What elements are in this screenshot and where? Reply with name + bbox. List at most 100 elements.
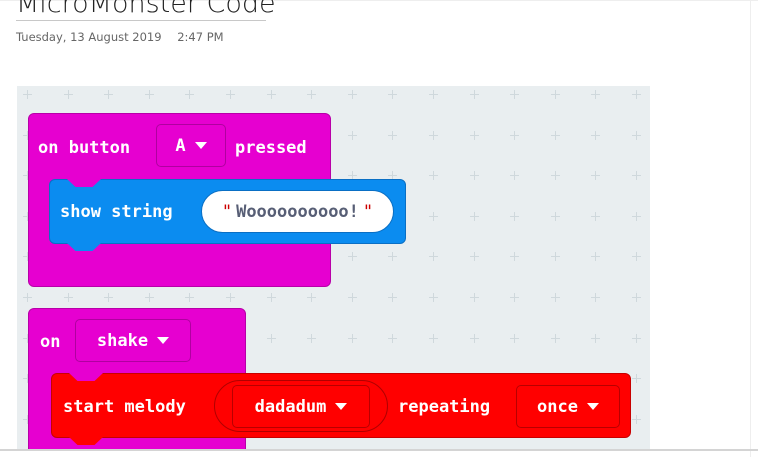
gesture-dropdown-value: shake — [96, 330, 149, 351]
caret-down-icon — [586, 403, 599, 410]
grid-plus-icon — [388, 131, 397, 140]
grid-plus-icon — [185, 293, 194, 302]
grid-plus-icon — [185, 90, 194, 99]
grid-plus-icon — [348, 252, 357, 261]
grid-plus-icon — [591, 252, 600, 261]
grid-plus-icon — [23, 293, 32, 302]
grid-plus-icon — [429, 293, 438, 302]
grid-plus-icon — [632, 415, 641, 424]
grid-plus-icon — [632, 212, 641, 221]
melody-dropdown[interactable]: dadadum — [232, 385, 370, 428]
grid-plus-icon — [23, 171, 32, 180]
grid-plus-icon — [267, 334, 276, 343]
grid-plus-icon — [591, 334, 600, 343]
grid-plus-icon — [470, 212, 479, 221]
right-border — [750, 0, 751, 457]
grid-plus-icon — [591, 171, 600, 180]
grid-plus-icon — [429, 334, 438, 343]
grid-plus-icon — [510, 252, 519, 261]
grid-plus-icon — [145, 293, 154, 302]
grid-plus-icon — [388, 90, 397, 99]
on-label: on — [40, 332, 61, 352]
grid-plus-icon — [348, 171, 357, 180]
grid-plus-icon — [348, 90, 357, 99]
grid-plus-icon — [267, 90, 276, 99]
grid-plus-icon — [470, 171, 479, 180]
page-date: Tuesday, 13 August 2019 — [16, 30, 162, 44]
top-border — [0, 0, 758, 1]
start-melody-label: start melody — [63, 397, 186, 417]
grid-plus-icon — [470, 252, 479, 261]
grid-plus-icon — [388, 334, 397, 343]
grid-plus-icon — [551, 293, 560, 302]
grid-plus-icon — [348, 293, 357, 302]
grid-plus-icon — [551, 171, 560, 180]
button-dropdown[interactable]: A — [156, 124, 226, 167]
title-divider — [16, 20, 266, 21]
string-value: Woooooooooo! — [236, 201, 359, 222]
grid-plus-icon — [591, 293, 600, 302]
close-quote: " — [362, 201, 374, 222]
grid-plus-icon — [348, 131, 357, 140]
melody-dropdown-value: dadadum — [254, 396, 327, 417]
caret-down-icon — [157, 337, 170, 344]
repeating-label: repeating — [398, 397, 491, 417]
block-notch — [67, 179, 101, 187]
grid-plus-icon — [226, 90, 235, 99]
grid-plus-icon — [23, 374, 32, 383]
caret-down-icon — [194, 142, 207, 149]
grid-plus-icon — [388, 293, 397, 302]
grid-plus-icon — [632, 293, 641, 302]
grid-plus-icon — [510, 90, 519, 99]
grid-plus-icon — [104, 293, 113, 302]
grid-plus-icon — [632, 252, 641, 261]
blocks-workspace[interactable]: on button A pressed show string " Wooooo… — [17, 86, 650, 450]
grid-plus-icon — [388, 171, 397, 180]
grid-plus-icon — [470, 131, 479, 140]
repeat-dropdown[interactable]: once — [516, 385, 620, 428]
grid-plus-icon — [551, 131, 560, 140]
grid-plus-icon — [510, 334, 519, 343]
grid-plus-icon — [429, 171, 438, 180]
grid-plus-icon — [591, 90, 600, 99]
grid-plus-icon — [64, 293, 73, 302]
grid-plus-icon — [510, 293, 519, 302]
grid-plus-icon — [64, 90, 73, 99]
grid-plus-icon — [104, 90, 113, 99]
grid-plus-icon — [23, 90, 32, 99]
grid-plus-icon — [632, 171, 641, 180]
block-notch — [69, 373, 103, 381]
grid-plus-icon — [470, 90, 479, 99]
grid-plus-icon — [226, 293, 235, 302]
grid-plus-icon — [23, 334, 32, 343]
grid-plus-icon — [307, 334, 316, 343]
grid-plus-icon — [510, 171, 519, 180]
pressed-label: pressed — [235, 138, 307, 158]
grid-plus-icon — [510, 131, 519, 140]
grid-plus-icon — [23, 212, 32, 221]
gesture-dropdown[interactable]: shake — [75, 319, 191, 362]
page-timestamp: Tuesday, 13 August 2019 2:47 PM — [16, 30, 236, 44]
grid-plus-icon — [632, 131, 641, 140]
string-input[interactable]: " Woooooooooo! " — [201, 190, 394, 233]
grid-plus-icon — [429, 252, 438, 261]
grid-plus-icon — [267, 293, 276, 302]
grid-plus-icon — [23, 415, 32, 424]
open-quote: " — [221, 201, 233, 222]
grid-plus-icon — [307, 293, 316, 302]
grid-plus-icon — [429, 212, 438, 221]
grid-plus-icon — [551, 252, 560, 261]
grid-plus-icon — [145, 90, 154, 99]
melody-slot — [214, 380, 388, 432]
block-tab — [69, 437, 103, 445]
grid-plus-icon — [591, 131, 600, 140]
grid-plus-icon — [551, 90, 560, 99]
grid-plus-icon — [470, 293, 479, 302]
page-time: 2:47 PM — [177, 30, 224, 44]
on-button-label: on button — [38, 138, 131, 158]
grid-plus-icon — [23, 131, 32, 140]
bottom-border — [0, 449, 758, 451]
grid-plus-icon — [348, 334, 357, 343]
grid-plus-icon — [470, 334, 479, 343]
grid-plus-icon — [632, 90, 641, 99]
